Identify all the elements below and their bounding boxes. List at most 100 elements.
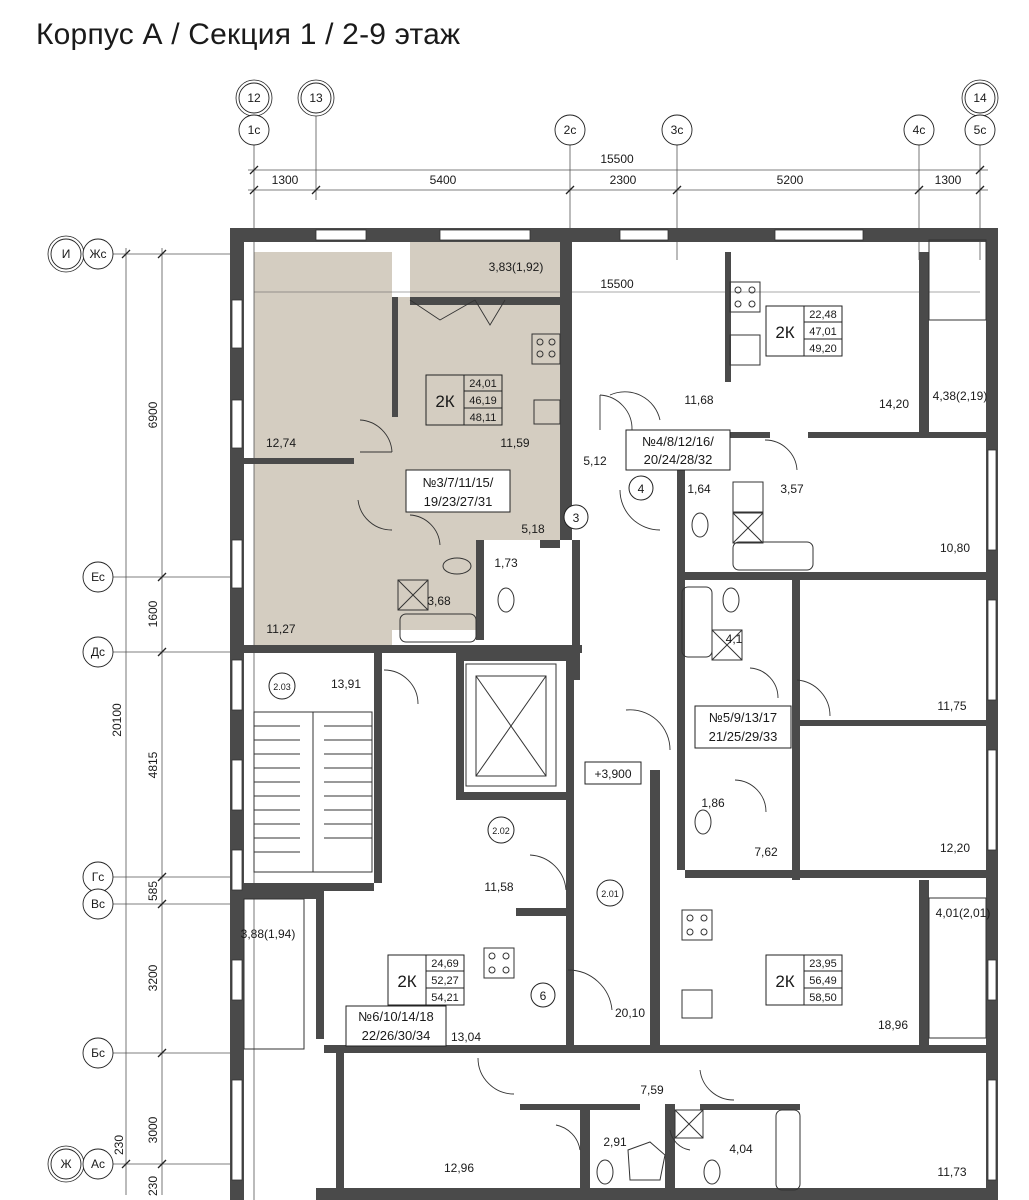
- interior-walls: [244, 240, 988, 1200]
- axis-label-left-circle: [82, 1148, 114, 1180]
- dim-top-3: 2300: [610, 173, 637, 187]
- apartment-numbers-2: 22/26/30/34: [362, 1028, 431, 1043]
- axis-label-top-circle: [300, 82, 332, 114]
- axis-label-left: Ас: [91, 1157, 105, 1171]
- room-area: 10,80: [940, 541, 970, 555]
- highlighted-apartment[interactable]: [254, 240, 560, 645]
- axis-label-top: 13: [309, 91, 323, 105]
- room-area: 12,20: [940, 841, 970, 855]
- room-area: 1,86: [701, 796, 725, 810]
- apartment-boxes: 2К 24,01 46,19 48,11 №3/7/11/15/ 19/23/2…: [345, 305, 843, 1047]
- room-area: 7,59: [640, 1083, 664, 1097]
- room-area: 1,64: [687, 482, 711, 496]
- apartment-numbers-2: 19/23/27/31: [424, 494, 493, 509]
- area-total: 46,19: [469, 395, 497, 407]
- apartment-tag: 2К: [397, 972, 416, 991]
- grid-lines: [112, 110, 988, 1200]
- axis-label-top-circle: [238, 114, 270, 146]
- space-code: 2.03: [273, 682, 291, 692]
- area-total: 56,49: [809, 975, 837, 987]
- axis-label-left-circle: [82, 888, 114, 920]
- dim-left-total: 20100: [110, 703, 124, 737]
- area-total: 52,27: [431, 975, 459, 987]
- dim-left-5: 3200: [146, 964, 160, 991]
- dim-left-7: 230: [112, 1135, 126, 1155]
- axis-label-left: Ж: [60, 1157, 71, 1171]
- room-area: 11,58: [484, 880, 513, 894]
- apartment-tag: 2К: [775, 323, 794, 342]
- entrance-number: 3: [573, 511, 580, 525]
- room-area: 3,88(1,94): [241, 927, 296, 941]
- dim-left-3: 4815: [146, 751, 160, 778]
- axis-label-top: 14: [973, 91, 987, 105]
- area-total: 47,01: [809, 326, 837, 338]
- axis-label-left-circle: [82, 1037, 114, 1069]
- axis-label-left: Дс: [91, 645, 105, 659]
- dim-inner-total: 15500: [600, 277, 634, 291]
- dim-left-1: 6900: [146, 401, 160, 428]
- dimension-labels: 15500 1300 5400 2300 5200 1300 15500 201…: [110, 152, 962, 1196]
- dim-top-1: 1300: [272, 173, 299, 187]
- axis-label-top-circle: [903, 114, 935, 146]
- axis-label-left: Ес: [91, 570, 105, 584]
- axis-label-top: 1с: [248, 123, 261, 137]
- axis-label-left-circle: [82, 561, 114, 593]
- room-area: 4,04: [729, 1142, 753, 1156]
- room-area: 11,27: [266, 622, 295, 636]
- area-total-loggia: 54,21: [431, 992, 459, 1004]
- dim-left-2: 1600: [146, 600, 160, 627]
- axis-label-left-circle: [50, 238, 82, 270]
- room-area: 2,91: [603, 1135, 627, 1149]
- apartment-numbers-1: №6/10/14/18: [358, 1009, 433, 1024]
- dim-top-4: 5200: [777, 173, 804, 187]
- axis-label-left: Гс: [92, 870, 105, 884]
- axis-label-left-circle: [50, 1148, 82, 1180]
- apartment-numbers-1: №5/9/13/17: [709, 710, 777, 725]
- room-area: 5,18: [521, 522, 545, 536]
- apartment-numbers-1: №3/7/11/15/: [423, 475, 494, 490]
- room-area: 12,74: [266, 436, 296, 450]
- entrance-number: 4: [638, 482, 645, 496]
- space-code: 2.02: [492, 826, 510, 836]
- circle-markers: 3 4 6 2.03 2.02 2.01: [268, 475, 654, 1008]
- axis-label-left: И: [62, 247, 71, 261]
- room-area: 3,83(1,92): [489, 260, 544, 274]
- axis-label-top-circle: [964, 114, 996, 146]
- room-area: 11,59: [500, 436, 529, 450]
- apartment-numbers-2: 21/25/29/33: [709, 729, 778, 744]
- room-area: 3,68: [427, 594, 451, 608]
- dim-left-4: 585: [146, 881, 160, 901]
- area-living: 22,48: [809, 309, 837, 321]
- room-area: 11,73: [937, 1165, 966, 1179]
- axis-label-top: 5с: [974, 123, 987, 137]
- apartment-tag: 2К: [775, 972, 794, 991]
- area-total-loggia: 58,50: [809, 992, 837, 1004]
- axis-label-top: 2с: [564, 123, 577, 137]
- windows: [231, 229, 997, 1181]
- dim-top-total: 15500: [600, 152, 634, 166]
- room-area: 13,91: [331, 677, 361, 691]
- room-area: 20,10: [615, 1006, 645, 1020]
- axis-label-top-circle: [661, 114, 693, 146]
- axis-label-left: Бс: [91, 1046, 105, 1060]
- axis-label-top-circle: [964, 82, 996, 114]
- axis-label-left-circle: [82, 238, 114, 270]
- space-code: 2.01: [601, 889, 619, 899]
- page-title: Корпус А / Секция 1 / 2-9 этаж: [36, 18, 461, 51]
- room-area: 4,01(2,01): [936, 906, 991, 920]
- room-area: 1,73: [494, 556, 518, 570]
- area-living: 24,69: [431, 958, 459, 970]
- level-mark: +3,900: [584, 761, 642, 785]
- dimension-ticks: [121, 165, 985, 1169]
- room-area: 12,96: [444, 1161, 474, 1175]
- dim-left-8: 230: [146, 1176, 160, 1196]
- axis-label-top: 3с: [671, 123, 684, 137]
- level-mark-value: +3,900: [594, 767, 631, 781]
- area-living: 24,01: [469, 378, 497, 390]
- axis-label-top-circle: [238, 82, 270, 114]
- room-area: 7,62: [754, 845, 778, 859]
- axis-label-top: 4с: [913, 123, 926, 137]
